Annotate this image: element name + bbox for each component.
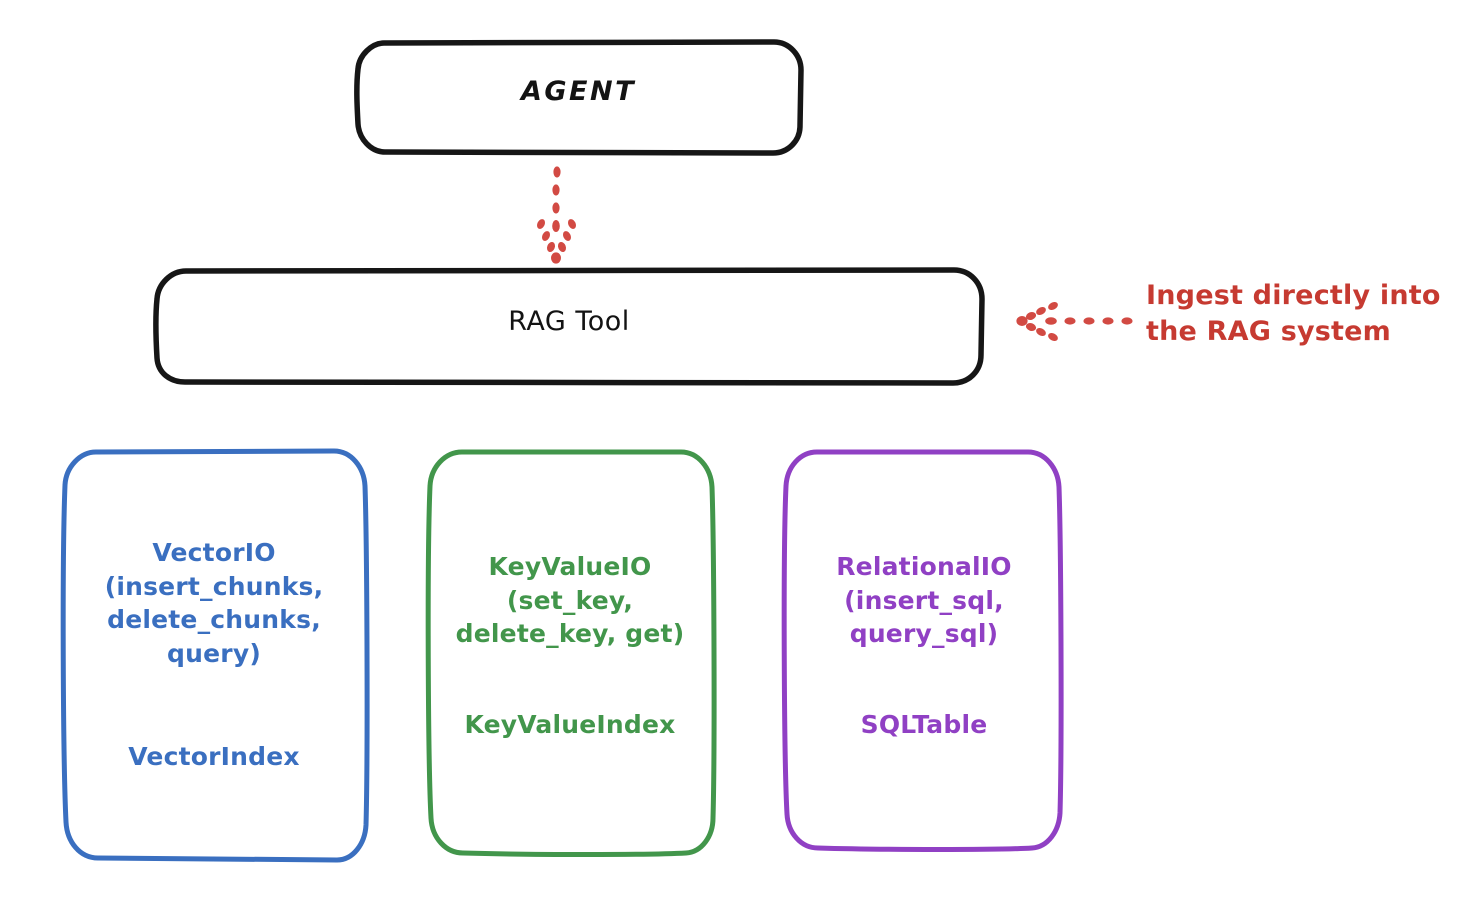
key-value-io-box[interactable] (425, 449, 717, 857)
agent-box[interactable] (354, 39, 804, 156)
vector-io-box[interactable] (60, 448, 370, 863)
ingest-note-connector (1016, 301, 1133, 342)
agent-to-rag-connector (536, 166, 577, 264)
relational-io-box[interactable] (781, 449, 1064, 852)
rag-tool-box[interactable] (153, 267, 985, 386)
